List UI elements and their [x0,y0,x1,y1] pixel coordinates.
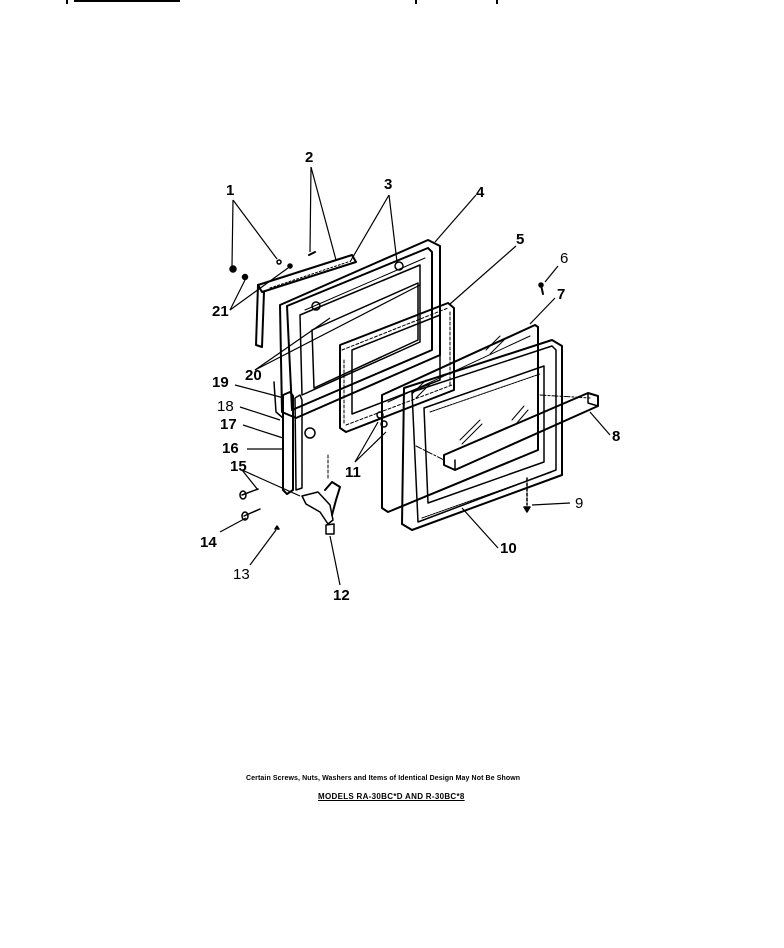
part-hinge-assembly [273,381,316,495]
part-fasteners [229,251,544,295]
callout-2: 2 [305,149,314,166]
callout-20: 20 [245,367,262,384]
top-edge-rule-left [66,0,68,4]
callout-1: 1 [226,182,235,199]
callout-10: 10 [500,540,517,557]
callout-11: 11 [345,464,361,481]
part-inner-window [311,282,419,389]
callout-12: 12 [333,587,350,604]
callout-8: 8 [612,428,621,445]
models-caption: MODELS RA-30BC*D AND R-30BC*8 [318,792,465,801]
callout-7: 7 [557,286,566,303]
part-hinge-lever [301,454,341,535]
callout-9: 9 [575,495,584,512]
top-edge-mark [496,0,498,4]
part-trim-strip [255,254,357,348]
callout-15: 15 [230,458,247,475]
part-hinge-screws [239,488,280,530]
callout-3: 3 [384,176,393,193]
callout-18: 18 [217,398,234,415]
part-hinge-receivers [376,411,388,428]
part-door-stops [311,261,404,311]
leader-lines [219,166,611,586]
callout-13: 13 [233,566,250,583]
top-edge-rule [74,0,180,2]
callout-6: 6 [560,250,569,267]
callout-19: 19 [212,374,229,391]
part-door-handle [415,392,599,471]
top-edge-mark [415,0,417,4]
callout-17: 17 [220,416,237,433]
callout-5: 5 [516,231,525,248]
part-insulation [339,302,455,433]
callout-4: 4 [476,184,485,201]
callout-21: 21 [212,303,229,320]
omission-note: Certain Screws, Nuts, Washers and Items … [246,775,521,782]
callout-14: 14 [200,534,217,551]
part-screw [523,477,531,513]
callout-16: 16 [222,440,239,457]
part-outer-door-frame [401,339,563,531]
